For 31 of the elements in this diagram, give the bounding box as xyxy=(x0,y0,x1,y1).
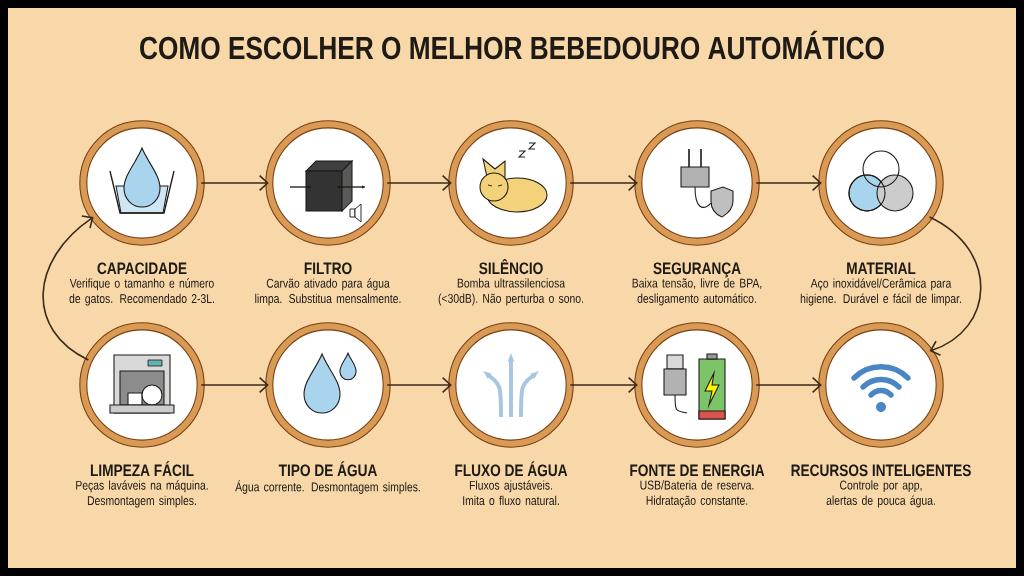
feature-heading: SILÊNCIO xyxy=(479,259,543,275)
feature-description: Carvão ativado para água limpa. Substitua mensalmente. xyxy=(255,278,401,306)
feature-heading: SEGURANÇA xyxy=(653,262,741,278)
arrow xyxy=(928,216,982,357)
feature-description: Fluxos ajustáveis. Imita o fluxo natural. xyxy=(463,480,559,506)
arrow xyxy=(755,376,822,394)
feature-description: USB/Bateria de reserva. Hidratação constante. xyxy=(640,480,754,508)
feature-heading: FLUXO DE ÁGUA xyxy=(455,461,568,477)
arrow xyxy=(386,174,452,192)
arrow xyxy=(386,376,452,394)
arrow xyxy=(42,215,94,361)
feature-heading: CAPACIDADE xyxy=(97,262,187,275)
title: COMO ESCOLHER O MELHOR BEBEDOURO AUTOMÁTICO xyxy=(140,30,884,60)
feature-description: Peças laváveis na máquina. Desmontagem simples. xyxy=(76,480,208,508)
feature-description: Aço inoxidável/Cerâmica para higiene. Durável e fácil de limpar. xyxy=(800,278,961,306)
feature-description: Verifique o tamanho e número de gatos. Recomendado 2-3L. xyxy=(69,278,214,306)
arrow xyxy=(755,174,822,192)
feature-description: Baixa tensão, livre de BPA, desligamento automático. xyxy=(632,278,762,306)
arrow xyxy=(200,376,269,394)
feature-description: Água corrente. Desmontagem simples. xyxy=(235,480,420,494)
arrow xyxy=(569,376,638,394)
arrow xyxy=(569,174,638,192)
feature-description: Bomba ultrassilenciosa (<30dB). Não perturba o sono. xyxy=(438,278,583,306)
feature-heading: FONTE DE ENERGIA xyxy=(630,464,765,477)
feature-heading: MATERIAL xyxy=(847,262,916,274)
feature-heading: RECURSOS INTELIGENTES xyxy=(791,464,971,477)
feature-heading: TIPO DE ÁGUA xyxy=(278,461,377,477)
feature-description: Controle por app, alertas de pouca água. xyxy=(826,480,935,508)
feature-heading: LIMPEZA FÁCIL xyxy=(90,461,194,477)
feature-heading: FILTRO xyxy=(304,262,352,275)
arrow xyxy=(200,174,269,192)
